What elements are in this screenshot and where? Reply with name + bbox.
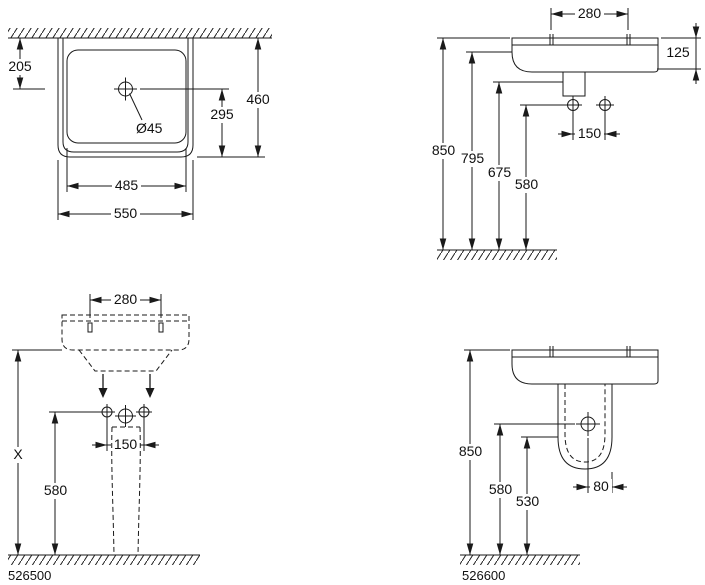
product-number-left: 526500 [8, 568, 51, 583]
dim-850-top: 850 [429, 37, 510, 250]
dim-label-850-bottom: 850 [459, 443, 483, 459]
dim-label-205: 205 [8, 58, 32, 74]
dim-550: 550 [57, 160, 194, 222]
fixing-slot-right [158, 322, 164, 333]
dim-label-550: 550 [114, 205, 138, 221]
dim-label-X: X [13, 446, 23, 462]
dim-150-side: 150 [558, 112, 620, 142]
dim-label-580: 580 [515, 176, 539, 192]
dim-label-795: 795 [461, 150, 485, 166]
dim-label-485: 485 [115, 177, 139, 193]
dim-X: X [9, 349, 62, 555]
fixing-bolts-front [99, 404, 152, 427]
basin-outline-plan [57, 38, 194, 158]
dim-label-675: 675 [488, 164, 512, 180]
wall-hatch [8, 28, 272, 38]
dim-80: 80 [573, 438, 627, 495]
dim-label-150-front: 150 [114, 436, 138, 452]
dim-label-150: 150 [578, 125, 602, 141]
basin-outline-side-2 [511, 346, 659, 385]
dim-675: 675 [485, 81, 563, 250]
dim-205: 205 [6, 38, 45, 90]
dim-125: 125 [657, 23, 701, 84]
dim-295: 295 [140, 88, 236, 157]
siphon-cover-outline [557, 384, 613, 470]
side-view-mounting: 280 125 150 850 [429, 5, 701, 260]
dim-150-front: 150 [92, 420, 159, 453]
dim-label-580-bottom: 580 [489, 481, 513, 497]
dim-label-850: 850 [432, 142, 456, 158]
dim-label-280: 280 [578, 5, 602, 21]
dim-580-bottom: 580 [486, 423, 575, 555]
dim-485: 485 [66, 148, 187, 194]
pedestal-outline-dashed [111, 426, 141, 556]
dim-460: 460 [197, 38, 272, 158]
floor-hatch [437, 250, 557, 260]
dim-label-80: 80 [593, 478, 609, 494]
front-view-pedestal: 280 [8, 291, 200, 583]
dim-label-460: 460 [246, 91, 270, 107]
fixing-bolts-side [564, 96, 614, 114]
dim-280-front: 280 [89, 291, 162, 318]
side-view-siphon: 80 850 580 530 526600 [456, 346, 659, 583]
mounting-direction-arrows [98, 374, 155, 398]
product-number-right: 526600 [462, 568, 505, 583]
dim-label-hole-diameter: Ø45 [136, 120, 163, 136]
basin-outline-front-dashed [61, 314, 190, 372]
leader-line [129, 93, 143, 121]
floor-hatch [460, 555, 580, 565]
dim-280-top: 280 [550, 5, 629, 30]
dim-label-280-front: 280 [114, 291, 138, 307]
dim-795: 795 [458, 51, 512, 250]
dim-label-580-front: 580 [44, 482, 68, 498]
dim-label-530: 530 [516, 493, 540, 509]
mounting-bracket [562, 71, 586, 97]
dim-530: 530 [513, 436, 558, 555]
basin-outline-side [511, 34, 659, 97]
plan-view: Ø45 205 295 460 485 [6, 28, 272, 222]
dim-580-front: 580 [41, 411, 101, 555]
faucet-hole-symbol: Ø45 [114, 77, 163, 136]
dim-label-295: 295 [210, 106, 234, 122]
dim-label-125: 125 [666, 44, 690, 60]
dim-850-bottom: 850 [456, 349, 510, 555]
floor-hatch [8, 555, 200, 565]
fixing-slot-left [87, 322, 93, 333]
dim-580-side: 580 [512, 104, 564, 250]
